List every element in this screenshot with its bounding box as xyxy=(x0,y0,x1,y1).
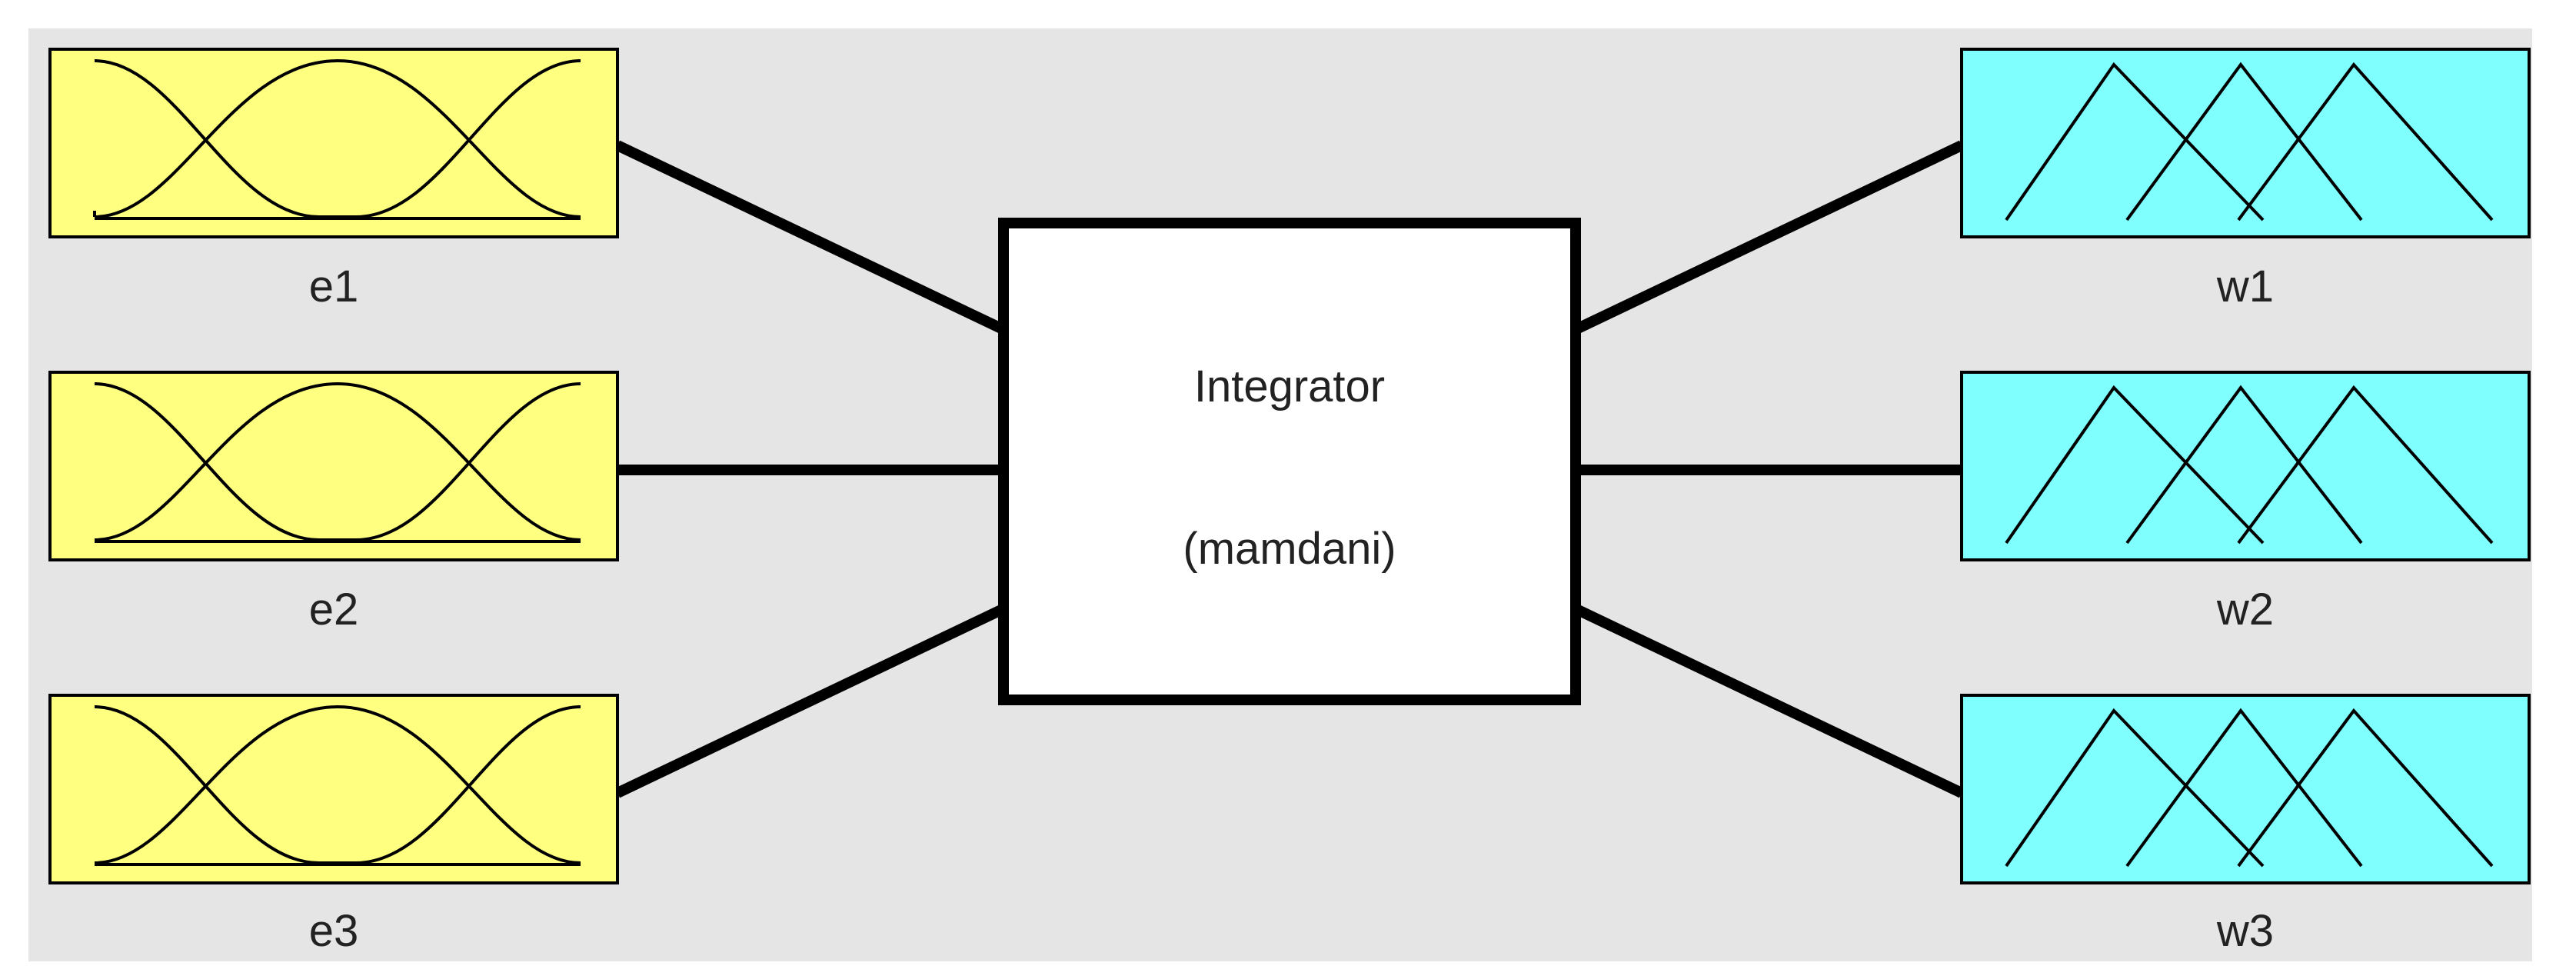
output-mf-box[interactable] xyxy=(1960,48,2531,238)
output-variable-w2[interactable]: w2 xyxy=(1960,371,2531,635)
input-label: e2 xyxy=(309,585,359,635)
input-variable-e2[interactable]: e2 xyxy=(48,371,619,635)
gaussian-mf-icon xyxy=(94,381,581,543)
triangular-mf-icon xyxy=(2005,385,2494,545)
input-variable-e3[interactable]: e3 xyxy=(48,694,619,956)
connector-e3-system xyxy=(614,605,1004,798)
fis-diagram-canvas: e1 e2 e3 xyxy=(28,28,2532,961)
connector-system-w3 xyxy=(1575,605,1965,798)
input-variable-e1[interactable]: e1 xyxy=(48,48,619,311)
gaussian-mf-icon xyxy=(93,58,581,220)
triangular-mf-icon xyxy=(2005,708,2494,868)
output-variable-w1[interactable]: w1 xyxy=(1960,48,2531,311)
output-variable-w3[interactable]: w3 xyxy=(1960,694,2531,956)
output-mf-box[interactable] xyxy=(1960,371,2531,561)
fis-diagram: e1 e2 e3 xyxy=(48,48,2531,956)
system-type: (mamdani) xyxy=(1183,524,1396,574)
output-label: w2 xyxy=(2216,585,2274,635)
fis-system-block[interactable]: Integrator (mamdani) xyxy=(998,218,1581,705)
gaussian-mf-icon xyxy=(94,705,581,866)
connector-e1-system xyxy=(614,140,1004,334)
triangular-mf-icon xyxy=(2005,62,2494,222)
input-label: e3 xyxy=(309,906,359,956)
output-label: w1 xyxy=(2216,261,2274,311)
system-box[interactable] xyxy=(998,218,1581,705)
input-label: e1 xyxy=(309,261,359,311)
connector-system-w1 xyxy=(1575,140,1965,334)
output-mf-box[interactable] xyxy=(1960,694,2531,884)
system-name: Integrator xyxy=(1194,361,1385,411)
output-label: w3 xyxy=(2216,906,2274,956)
